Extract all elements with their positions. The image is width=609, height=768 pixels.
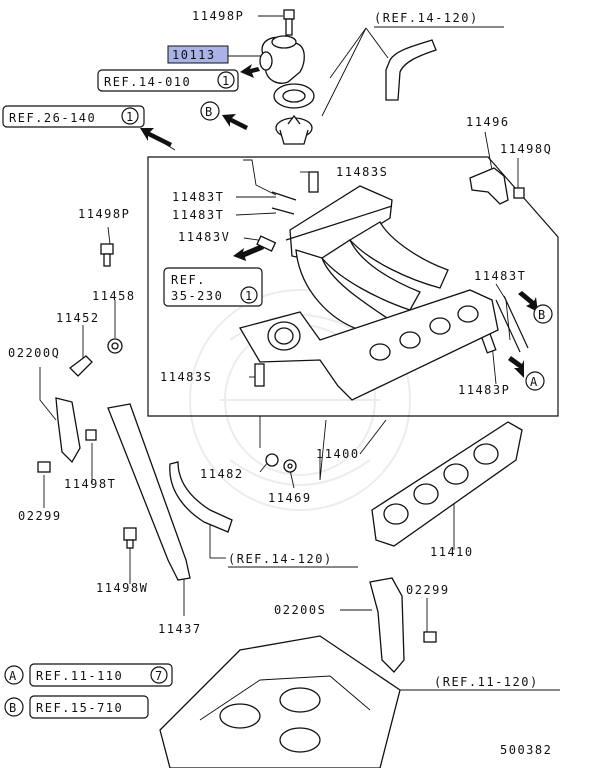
- part-drawings: [37, 9, 529, 768]
- arrow-down-left: [233, 244, 264, 261]
- label-11400[interactable]: 11400: [316, 447, 360, 461]
- ref-35-230-num: 1: [245, 289, 254, 303]
- arrow-to-ref-26-140: [140, 128, 172, 147]
- label-11496[interactable]: 11496: [466, 115, 510, 129]
- label-11483T-b[interactable]: 11483T: [172, 208, 224, 222]
- engine-block-bottom: [159, 635, 401, 768]
- label-11483S-top[interactable]: 11483S: [336, 165, 388, 179]
- legend-b-letter: B: [9, 701, 18, 715]
- arrow-to-marker-b-top: [222, 114, 248, 130]
- ref-26-140-box[interactable]: [2, 105, 145, 128]
- legend-a-ref[interactable]: REF.11-110: [36, 669, 123, 683]
- ref-14-010[interactable]: REF.14-010: [104, 75, 191, 89]
- label-02299-right[interactable]: 02299: [406, 583, 450, 597]
- label-11458[interactable]: 11458: [92, 289, 136, 303]
- inset-box: [147, 156, 559, 417]
- ref-11-120[interactable]: (REF.11-120): [434, 675, 539, 689]
- leader-lines: [39, 15, 519, 691]
- label-11483S-left[interactable]: 11483S: [160, 370, 212, 384]
- label-11498P-top[interactable]: 11498P: [192, 9, 244, 23]
- label-11452[interactable]: 11452: [56, 311, 100, 325]
- legend-a-letter: A: [9, 669, 18, 683]
- label-02200S[interactable]: 02200S: [274, 603, 326, 617]
- label-11498W[interactable]: 11498W: [96, 581, 148, 595]
- label-11498Q[interactable]: 11498Q: [500, 142, 552, 156]
- legend-a-box[interactable]: [29, 663, 173, 687]
- arrow-to-ref-14-010: [240, 64, 260, 78]
- label-11469[interactable]: 11469: [268, 491, 312, 505]
- label-11483T-right[interactable]: 11483T: [474, 269, 526, 283]
- legend: A REF.11-110 7 B REF.15-710: [4, 663, 173, 719]
- arrow-to-marker-a: [508, 356, 524, 378]
- ref-26-140[interactable]: REF.26-140: [9, 111, 96, 125]
- ref-35-230-line2[interactable]: 35-230: [171, 289, 223, 303]
- figure-code: 500382: [500, 743, 552, 757]
- label-11410[interactable]: 11410: [430, 545, 474, 559]
- arrow-to-marker-b-right: [518, 291, 538, 312]
- label-11483V[interactable]: 11483V: [178, 230, 230, 244]
- legend-b-ref[interactable]: REF.15-710: [36, 701, 123, 715]
- label-11482[interactable]: 11482: [200, 467, 244, 481]
- label-02299-left[interactable]: 02299: [18, 509, 62, 523]
- marker-b-top[interactable]: B: [205, 105, 214, 119]
- marker-a-right[interactable]: A: [530, 375, 539, 389]
- marker-b-right[interactable]: B: [538, 308, 547, 322]
- reference-labels: (REF.14-120) REF.14-010 1 REF.26-140 1 R…: [2, 11, 560, 691]
- ref-35-230-box[interactable]: [163, 267, 263, 307]
- label-02200Q[interactable]: 02200Q: [8, 346, 60, 360]
- ref-26-140-num: 1: [126, 110, 135, 124]
- label-11498P-left[interactable]: 11498P: [78, 207, 130, 221]
- label-11498T[interactable]: 11498T: [64, 477, 116, 491]
- ref-14-010-num: 1: [222, 74, 231, 88]
- legend-a-num: 7: [155, 669, 164, 683]
- part-labels: 11498P 10113 11496 11498Q 11483S 11483T …: [8, 9, 552, 757]
- circle-markers: B B A: [200, 101, 553, 391]
- ref-14-120-mid[interactable]: (REF.14-120): [228, 552, 333, 566]
- highlighted-part-box: [167, 45, 229, 64]
- intake-manifold-11400: [239, 185, 499, 401]
- label-11483T-a[interactable]: 11483T: [172, 190, 224, 204]
- arrows: [140, 64, 538, 378]
- ref-14-120-top[interactable]: (REF.14-120): [374, 11, 479, 25]
- label-10113[interactable]: 10113: [172, 48, 216, 62]
- legend-b-box[interactable]: [29, 695, 149, 719]
- label-11483P[interactable]: 11483P: [458, 383, 510, 397]
- intake-gasket-11410: [371, 421, 523, 547]
- ref-14-010-box[interactable]: [97, 69, 239, 92]
- ref-35-230-line1[interactable]: REF.: [171, 273, 206, 287]
- label-11437[interactable]: 11437: [158, 622, 202, 636]
